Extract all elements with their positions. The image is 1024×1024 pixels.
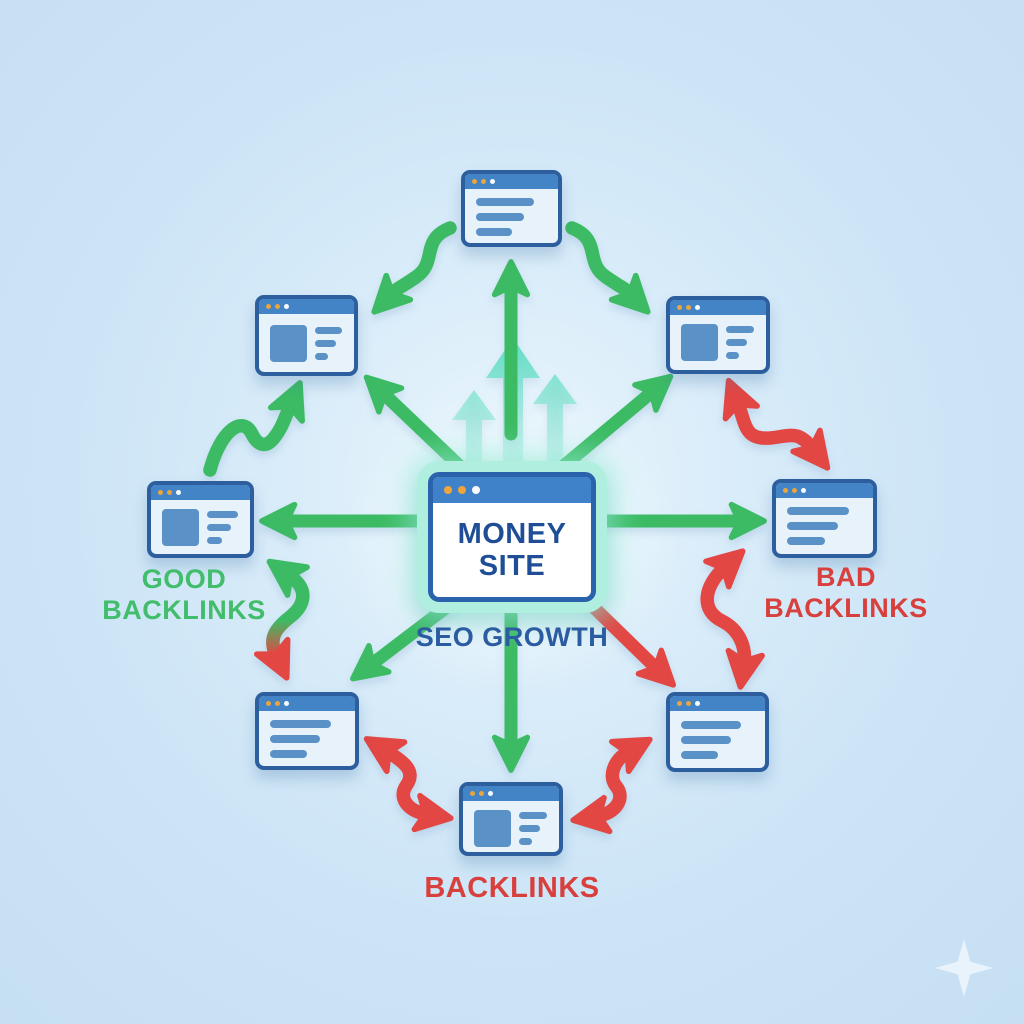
window-dot-icon bbox=[677, 701, 682, 706]
link-left-to-top-left-arrow bbox=[203, 380, 305, 477]
site-node-top-left browser-window-icon bbox=[255, 295, 358, 376]
link-top-to-top-left-arrow bbox=[371, 221, 457, 315]
backlinks-label: BACKLINKS bbox=[424, 872, 600, 904]
site-node-bottom-right browser-window-icon bbox=[666, 692, 769, 772]
window-dot-icon bbox=[158, 490, 163, 495]
site-node-top browser-window-icon bbox=[461, 170, 562, 247]
link-top-right-to-right-arrow bbox=[722, 377, 831, 471]
window-titlebar bbox=[463, 786, 559, 801]
window-dot-icon bbox=[458, 486, 466, 494]
window-dot-icon bbox=[801, 488, 806, 493]
site-node-right browser-window-icon bbox=[772, 479, 877, 558]
window-dot-icon bbox=[472, 486, 480, 494]
window-dot-icon bbox=[479, 791, 484, 796]
window-dot-icon bbox=[695, 305, 700, 310]
window-titlebar bbox=[670, 696, 765, 711]
window-dot-icon bbox=[266, 304, 271, 309]
image-placeholder bbox=[474, 810, 511, 847]
money-site-label: MONEY SITE bbox=[457, 517, 567, 582]
window-dot-icon bbox=[284, 304, 289, 309]
window-titlebar bbox=[776, 483, 873, 498]
window-dot-icon bbox=[167, 490, 172, 495]
window-dot-icon bbox=[686, 305, 691, 310]
site-node-bottom-center browser-window-icon bbox=[459, 782, 563, 856]
window-dot-icon bbox=[783, 488, 788, 493]
window-dot-icon bbox=[490, 179, 495, 184]
link-right-to-bottom-right-arrow bbox=[700, 548, 765, 690]
window-dot-icon bbox=[275, 304, 280, 309]
image-placeholder bbox=[681, 324, 718, 361]
window-dot-icon bbox=[472, 179, 477, 184]
link-top-to-top-right-arrow bbox=[565, 221, 651, 315]
site-node-bottom-left browser-window-icon bbox=[255, 692, 359, 770]
money-site-glow: MONEY SITE bbox=[417, 461, 607, 613]
window-dot-icon bbox=[677, 305, 682, 310]
image-placeholder bbox=[162, 509, 199, 546]
bad-backlinks-label: BAD BACKLINKS bbox=[764, 562, 928, 624]
window-titlebar bbox=[259, 696, 355, 711]
money-site-window browser-window-icon: MONEY SITE bbox=[428, 472, 596, 602]
link-left-to-bottom-left-arrow bbox=[253, 558, 310, 681]
site-node-top-right browser-window-icon bbox=[666, 296, 770, 374]
window-dot-icon bbox=[444, 486, 452, 494]
window-dot-icon bbox=[488, 791, 493, 796]
window-titlebar bbox=[259, 299, 354, 314]
good-backlinks-label: GOOD BACKLINKS bbox=[102, 564, 266, 626]
window-dot-icon bbox=[176, 490, 181, 495]
link-money-to-top-right-arrow bbox=[547, 373, 674, 481]
window-titlebar bbox=[465, 174, 558, 189]
window-titlebar bbox=[433, 477, 591, 503]
window-titlebar bbox=[670, 300, 766, 315]
link-money-to-top-left-arrow bbox=[363, 374, 475, 481]
window-dot-icon bbox=[266, 701, 271, 706]
site-node-left browser-window-icon bbox=[147, 481, 254, 558]
window-dot-icon bbox=[686, 701, 691, 706]
image-placeholder bbox=[270, 324, 307, 362]
window-titlebar bbox=[151, 485, 250, 500]
window-dot-icon bbox=[695, 701, 700, 706]
window-dot-icon bbox=[275, 701, 280, 706]
seo-growth-label: SEO GROWTH bbox=[415, 622, 609, 652]
window-dot-icon bbox=[792, 488, 797, 493]
window-dot-icon bbox=[470, 791, 475, 796]
link-bottom-left-to-bottom-center-arrow bbox=[363, 736, 454, 833]
window-dot-icon bbox=[284, 701, 289, 706]
link-bottom-center-to-bottom-right-arrow bbox=[570, 736, 653, 835]
window-dot-icon bbox=[481, 179, 486, 184]
